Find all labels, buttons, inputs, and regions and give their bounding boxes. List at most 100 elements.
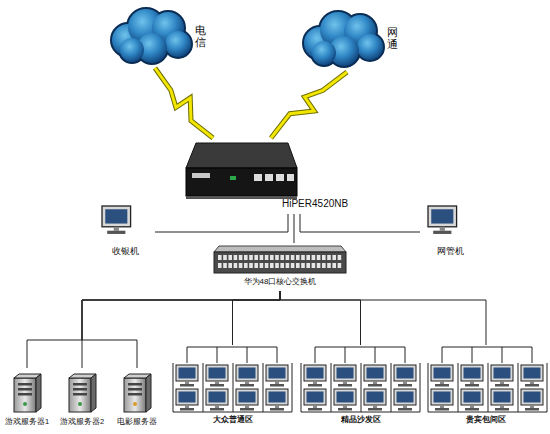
switch-port: [270, 255, 274, 260]
pc-icon: [461, 389, 483, 411]
pc-icon: [334, 365, 356, 387]
bracket-line: [442, 347, 532, 348]
column-divider: [361, 363, 362, 412]
node-label: 贵宾包间区: [425, 415, 547, 425]
pc-icon: [304, 365, 326, 387]
bracket-line: [442, 347, 443, 363]
row-line: [173, 412, 292, 413]
network-cable: [82, 291, 280, 368]
switch-port: [218, 263, 222, 268]
server-icon: [124, 374, 151, 412]
cable-line: [294, 214, 295, 243]
switch-port: [234, 255, 238, 260]
column-divider: [428, 363, 429, 412]
node-label: 收银机: [95, 246, 155, 257]
pc-node: 网管机: [420, 203, 480, 261]
column-divider: [391, 363, 392, 412]
switch-port: [244, 263, 248, 268]
switch-port: [332, 263, 336, 268]
bracket-line: [217, 347, 218, 363]
pc-icon: [266, 389, 288, 411]
cable-line: [280, 291, 361, 345]
cable-line: [300, 214, 420, 232]
pc-icon: [394, 365, 416, 387]
pc-icon: [491, 389, 513, 411]
bolt-outline: [271, 72, 347, 138]
bracket-line: [247, 347, 248, 363]
switch-port: [275, 255, 279, 260]
server-icon: [14, 374, 41, 412]
switch-port: [322, 255, 326, 260]
cable-line: [233, 291, 281, 345]
switch-port: [338, 263, 342, 268]
node-label: 电信: [195, 24, 206, 48]
cloud-node: 网通: [305, 6, 405, 72]
switch-port: [296, 263, 300, 268]
switch-port: [280, 255, 284, 260]
switch-port: [317, 263, 321, 268]
node-label: 大众普通区: [170, 415, 295, 425]
switch-port: [312, 263, 316, 268]
pc-icon: [491, 365, 513, 387]
switch-port: [275, 263, 279, 268]
pc-icon: [431, 389, 453, 411]
server-node: 游戏服务器2: [57, 368, 107, 430]
switch-node: 华为48口核心交换机: [212, 243, 348, 291]
switch-port: [291, 263, 295, 268]
bracket-line: [315, 347, 316, 363]
bracket-line: [502, 347, 503, 363]
bracket-line: [532, 347, 533, 363]
switch-port: [260, 255, 264, 260]
bracket-line: [187, 347, 277, 348]
column-divider: [488, 363, 489, 412]
switch-port: [265, 263, 269, 268]
switch-port: [218, 255, 222, 260]
bracket-line: [187, 347, 188, 363]
wireless-link: [155, 68, 213, 138]
node-label: 游戏服务器1: [2, 417, 52, 426]
server-node: 游戏服务器1: [2, 368, 52, 430]
pc-icon: [364, 389, 386, 411]
network-cable: [155, 214, 288, 232]
column-divider: [173, 363, 174, 412]
cloud-icon: [304, 12, 383, 66]
cable-line: [82, 291, 280, 368]
column-divider: [292, 363, 293, 412]
pc-icon: [176, 389, 198, 411]
column-divider: [331, 363, 332, 412]
network-cable: [233, 291, 281, 345]
pc-icon: [428, 206, 457, 234]
pc-icon: [266, 365, 288, 387]
bracket-line: [405, 347, 406, 363]
server-icon: [69, 374, 96, 412]
pc-icon: [236, 389, 258, 411]
column-divider: [518, 363, 519, 412]
switch-port: [327, 263, 331, 268]
cable-line: [155, 214, 288, 232]
cable-line: [82, 291, 280, 368]
switch-port: [239, 255, 243, 260]
switch-port: [317, 255, 321, 260]
network-cable: [294, 214, 295, 243]
switch-port: [228, 263, 232, 268]
pc-icon: [176, 365, 198, 387]
network-cable: [280, 291, 361, 345]
switch-port: [223, 263, 227, 268]
switch-port: [239, 263, 243, 268]
switch-port: [332, 255, 336, 260]
pc-icon: [102, 206, 131, 234]
column-divider: [301, 363, 302, 412]
column-divider: [458, 363, 459, 412]
pc-icon: [334, 389, 356, 411]
switch-port: [301, 255, 305, 260]
switch-port: [249, 255, 253, 260]
switch-port: [291, 255, 295, 260]
pc-icon: [206, 365, 228, 387]
switch-port: [254, 255, 258, 260]
bracket-line: [345, 347, 346, 363]
pc-icon: [521, 389, 543, 411]
column-divider: [263, 363, 264, 412]
wireless-link: [271, 72, 347, 138]
switch-port: [254, 263, 258, 268]
